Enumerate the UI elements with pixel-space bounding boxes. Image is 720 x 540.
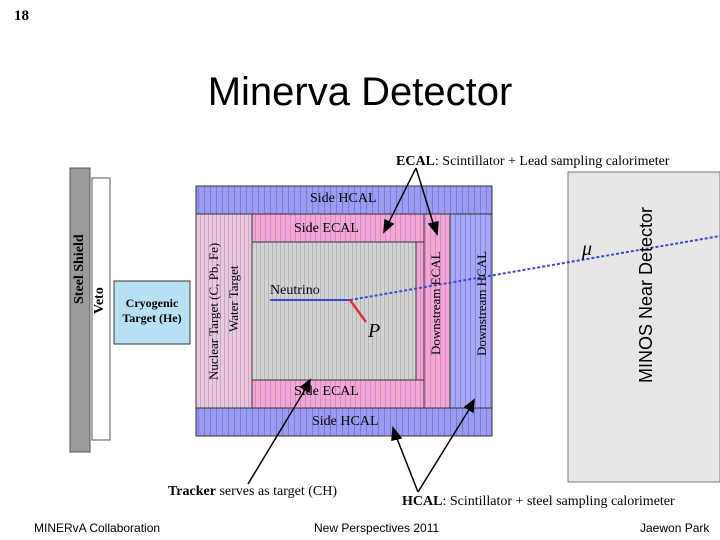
veto-label: Veto (92, 287, 107, 315)
cryogenic-label: Cryogenic Target (He) (122, 296, 182, 325)
side-hcal-bottom (195, 407, 493, 437)
downstream-ecal (423, 213, 451, 409)
side-ecal-bottom (251, 379, 425, 409)
side-ecal-top-label: Side ECAL (294, 221, 359, 236)
minos-detector (567, 171, 720, 483)
ecal-caption: ECAL: Scintillator + Lead sampling calor… (396, 154, 670, 169)
downstream-ecal-label: Downstream ECAL (428, 251, 443, 355)
slide-title: Minerva Detector (207, 70, 513, 114)
tracker-caption: Tracker serves as target (CH) (168, 484, 337, 499)
steel-shield-label: Steel Shield (72, 234, 87, 304)
veto-wall (91, 177, 111, 441)
water-target-label: Water Target (226, 265, 241, 333)
side-hcal-top-label: Side HCAL (310, 191, 377, 206)
side-ecal-top (251, 213, 425, 243)
side-ecal-bottom-label: Side ECAL (294, 384, 359, 399)
muon-label: μ (582, 238, 593, 260)
footer-right: Jaewon Park (640, 521, 710, 535)
footer-center: New Perspectives 2011 (314, 521, 440, 535)
slide-number: 18 (14, 8, 29, 24)
side-hcal-top (195, 185, 493, 215)
cryogenic-target (113, 280, 191, 345)
footer-left: MINERvA Collaboration (34, 521, 161, 535)
callout-arrows (247, 167, 475, 493)
tracker (251, 241, 417, 381)
proton-label: P (368, 320, 381, 342)
neutrino-label: Neutrino (270, 283, 320, 298)
proton-track (348, 299, 368, 323)
nuclear-target-region (195, 213, 253, 409)
downstream-hcal-label: Downstream HCAL (474, 250, 489, 356)
steel-shield (69, 167, 91, 453)
minos-label: MINOS Near Detector (636, 206, 656, 384)
muon-track (349, 235, 720, 301)
downstream-hcal (449, 213, 493, 409)
side-hcal-bottom-label: Side HCAL (312, 414, 379, 429)
hcal-caption: HCAL: Scintillator + steel sampling calo… (402, 494, 675, 509)
nuclear-target-label: Nuclear Target (C, Pb, Fe) (206, 242, 221, 380)
